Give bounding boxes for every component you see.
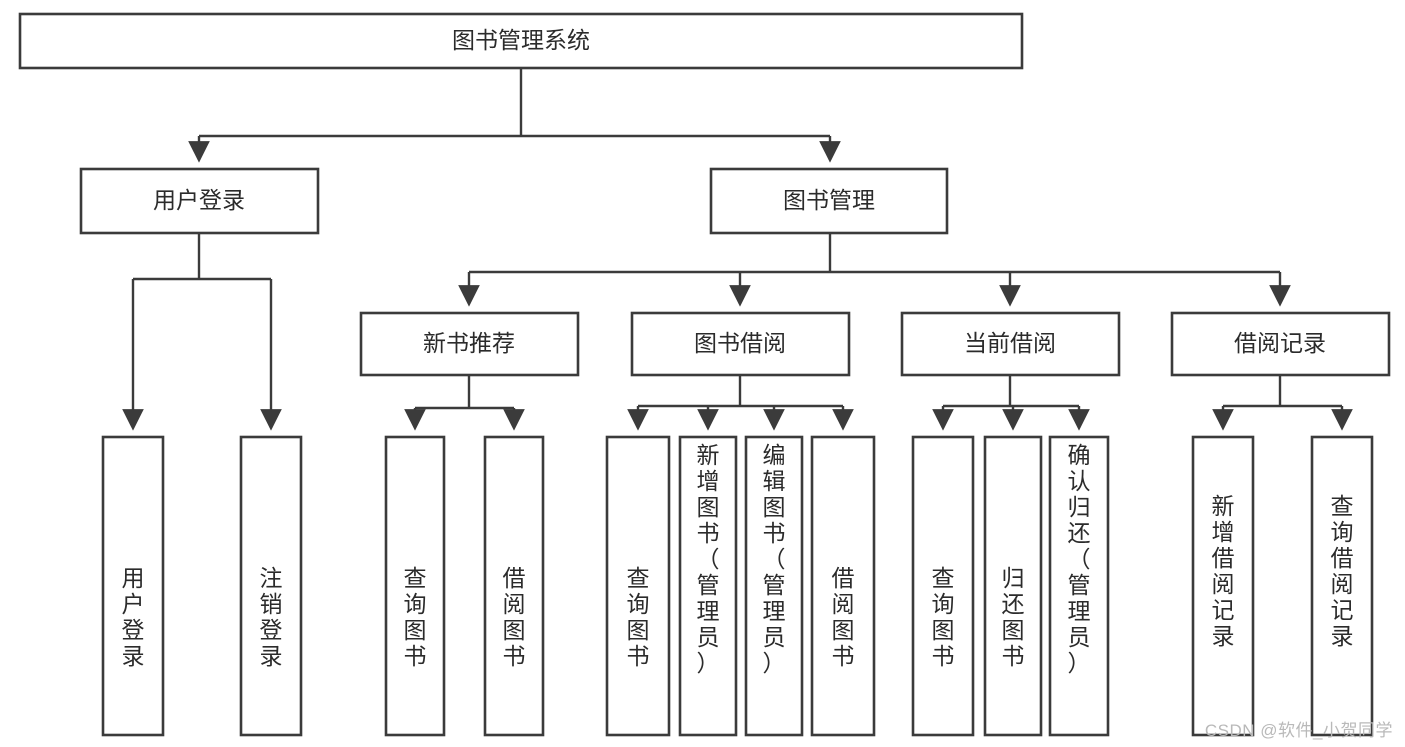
node-current-borrow[interactable]: 当前借阅 [900,311,1121,377]
connectors-root-to-level2 [188,68,841,163]
leaf-bb-add-book[interactable]: 新增图书（管理员） [678,435,738,737]
leaf-bb-query-book[interactable]: 查询图书 [605,435,671,737]
node-book-borrow-box[interactable] [630,311,851,377]
node-book-management-box[interactable] [709,167,949,235]
leaf-nbr-borrow-book[interactable]: 借阅图书 [483,435,545,737]
leaf-nbr-borrow-book-label: 借阅图书 [503,565,526,669]
node-current-borrow-box[interactable] [900,311,1121,377]
leaf-cb-confirm-return[interactable]: 确认归还（管理员） [1048,435,1110,737]
leaf-cb-query-book-label: 查询图书 [932,565,955,669]
leaf-br-query-record-box[interactable] [1310,435,1374,737]
node-book-management[interactable]: 图书管理 [709,167,949,235]
node-book-borrow-label: 图书借阅 [694,330,786,356]
leaf-bb-add-book-box[interactable] [678,435,738,737]
leaf-cb-confirm-return-box[interactable] [1048,435,1110,737]
node-new-book-recommend-label: 新书推荐 [423,330,515,356]
connectors-book-borrow-to-leaves [627,375,854,431]
leaf-bb-edit-book-box[interactable] [744,435,804,737]
connectors-user-login-to-leaves [122,233,282,431]
node-user-login[interactable]: 用户登录 [79,167,320,235]
leaf-nbr-query-book[interactable]: 查询图书 [384,435,446,737]
leaf-nbr-query-book-box[interactable] [384,435,446,737]
leaf-br-add-record[interactable]: 新增借阅记录 [1191,435,1255,737]
leaf-logout-label: 注销登录 [260,565,283,669]
connectors-current-borrow-to-leaves [932,375,1090,431]
leaf-user-login[interactable]: 用户登录 [101,435,165,737]
connectors-new-book-rec-to-leaves [404,375,525,431]
leaf-logout[interactable]: 注销登录 [239,435,303,737]
node-new-book-recommend-box[interactable] [359,311,580,377]
leaf-cb-return-book[interactable]: 归还图书 [983,435,1043,737]
leaf-cb-return-book-label: 归还图书 [1002,565,1025,669]
node-book-borrow[interactable]: 图书借阅 [630,311,851,377]
node-root-box[interactable] [18,12,1024,70]
leaf-user-login-label: 用户登录 [122,565,145,669]
node-user-login-box[interactable] [79,167,320,235]
leaf-bb-query-book-label: 查询图书 [627,565,650,669]
leaf-bb-borrow-book-box[interactable] [810,435,876,737]
leaf-br-query-record[interactable]: 查询借阅记录 [1310,435,1374,737]
node-book-management-label: 图书管理 [783,187,875,213]
leaf-user-login-box[interactable] [101,435,165,737]
leaf-logout-box[interactable] [239,435,303,737]
leaf-br-add-record-box[interactable] [1191,435,1255,737]
leaf-bb-borrow-book[interactable]: 借阅图书 [810,435,876,737]
leaf-br-add-record-label: 新增借阅记录 [1212,493,1235,649]
leaf-bb-borrow-book-label: 借阅图书 [832,565,855,669]
node-root-label: 图书管理系统 [452,27,590,53]
node-root[interactable]: 图书管理系统 [18,12,1024,70]
leaf-cb-confirm-return-label: 确认归还（管理员） [1068,442,1091,676]
leaf-br-query-record-label: 查询借阅记录 [1331,493,1354,649]
node-new-book-recommend[interactable]: 新书推荐 [359,311,580,377]
node-current-borrow-label: 当前借阅 [964,330,1056,356]
csdn-watermark: CSDN @软件_小贺同学 [1204,721,1393,740]
node-user-login-label: 用户登录 [153,187,245,213]
leaf-bb-query-book-box[interactable] [605,435,671,737]
leaf-cb-return-book-box[interactable] [983,435,1043,737]
leaf-bb-edit-book[interactable]: 编辑图书（管理员） [744,435,804,737]
leaf-nbr-query-book-label: 查询图书 [404,565,427,669]
connectors-book-manage-to-level3 [458,233,1291,307]
leaf-bb-add-book-label: 新增图书（管理员） [697,442,720,676]
leaf-cb-query-book[interactable]: 查询图书 [911,435,975,737]
node-borrow-record[interactable]: 借阅记录 [1170,311,1391,377]
leaf-bb-edit-book-label: 编辑图书（管理员） [763,442,786,676]
node-borrow-record-label: 借阅记录 [1234,330,1326,356]
leaf-cb-query-book-box[interactable] [911,435,975,737]
node-borrow-record-box[interactable] [1170,311,1391,377]
connectors-borrow-record-to-leaves [1212,375,1353,431]
leaf-nbr-borrow-book-box[interactable] [483,435,545,737]
